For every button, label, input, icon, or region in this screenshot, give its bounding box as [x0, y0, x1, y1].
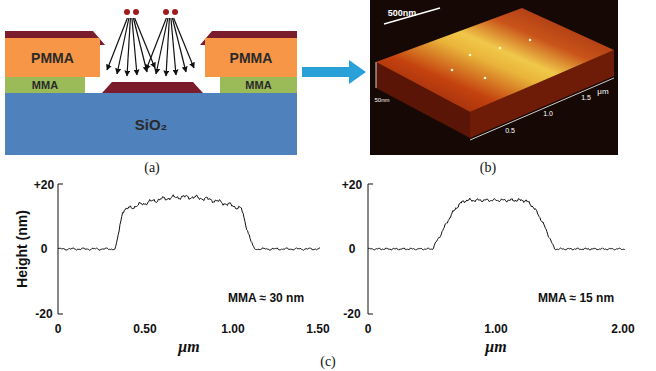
- deposited-film: [102, 82, 203, 93]
- tick-label: 1.0: [543, 110, 553, 117]
- afm-image: [370, 0, 618, 155]
- layer-label: PMMA: [230, 51, 273, 65]
- evaporation-arrow: [172, 18, 186, 72]
- axis-title: Height (nm): [15, 210, 29, 288]
- source-dots: [133, 9, 139, 15]
- panel-caption: (c): [320, 355, 336, 369]
- afm-image: [484, 77, 487, 80]
- axis-unit: μm: [597, 88, 608, 96]
- evaporation-arrow: [171, 18, 176, 75]
- plot-axes: [368, 314, 373, 315]
- tick-label: 0: [41, 243, 48, 255]
- afm-image: [370, 0, 618, 155]
- evaporation-arrow: [166, 18, 169, 76]
- tick-label: 1.00: [221, 323, 244, 335]
- tick-label: 0.50: [133, 323, 156, 335]
- source-dots: [163, 9, 169, 15]
- tick-label: -20: [35, 308, 52, 320]
- evaporation-arrow: [135, 18, 155, 68]
- afm-image: [384, 8, 440, 24]
- tick-label: 0: [365, 323, 372, 335]
- substrate-band: SiO₂: [5, 93, 297, 155]
- afm-image: [376, 62, 377, 88]
- tick-label: 0: [55, 323, 62, 335]
- sample-note: MMA ≈ 30 nm: [228, 292, 304, 304]
- afm-image: [529, 39, 532, 42]
- tick-label: +20: [34, 179, 54, 191]
- panel-caption: (b): [480, 161, 496, 175]
- tick-label: 0: [349, 243, 356, 255]
- height-profile-line: [368, 198, 625, 250]
- layer-label: MMA: [245, 80, 271, 91]
- tick-label: 1.50: [306, 323, 329, 335]
- afm-image: [470, 78, 614, 140]
- evaporation-arrow: [146, 18, 166, 70]
- evaporation-arrow: [132, 18, 137, 75]
- evaporation-arrows: [107, 18, 194, 76]
- resist-underlayer: MMA: [5, 77, 85, 93]
- panel-caption: (a): [144, 161, 160, 175]
- deposited-film: [102, 82, 203, 93]
- tick-label: 1.5: [581, 94, 591, 101]
- plot-axes: [58, 184, 373, 314]
- plot-axes: [58, 184, 63, 185]
- source-dots: [172, 9, 178, 15]
- plot-axes: [58, 314, 63, 315]
- axis-unit: μm: [485, 339, 506, 355]
- afm-image: [451, 69, 454, 72]
- tick-label: 2.00: [611, 323, 634, 335]
- evaporation-arrow: [133, 18, 147, 72]
- source-dots: [124, 9, 178, 15]
- tick-label: 1.00: [484, 323, 507, 335]
- resist-underlayer: MMA: [220, 77, 297, 93]
- resist-layer: PMMA: [5, 38, 100, 77]
- afm-image: [376, 8, 614, 112]
- flow-arrow: [302, 60, 366, 84]
- afm-image: [499, 47, 502, 50]
- tick-label: 0.5: [505, 127, 515, 134]
- tick-label: +20: [342, 179, 362, 191]
- axis-unit: μm: [178, 339, 199, 355]
- evaporation-arrow: [174, 18, 194, 68]
- plot-axes: [368, 184, 373, 185]
- layer-label: MMA: [32, 80, 58, 91]
- evaporation-arrow: [127, 18, 130, 76]
- layer-label: SiO₂: [135, 117, 168, 132]
- scale-bar-label: 500nm: [388, 9, 417, 18]
- flow-arrow: [302, 60, 366, 84]
- evaporation-arrow: [107, 18, 127, 70]
- height-profile: [58, 195, 625, 251]
- sample-note: MMA ≈ 15 nm: [538, 292, 614, 304]
- tick-label: -20: [343, 308, 360, 320]
- source-dots: [124, 9, 130, 15]
- afm-image: [469, 54, 472, 57]
- layer-label: PMMA: [31, 51, 74, 65]
- height-profile-line: [58, 195, 320, 251]
- resist-layer: PMMA: [205, 38, 297, 77]
- axis-label: 50nm: [374, 97, 389, 103]
